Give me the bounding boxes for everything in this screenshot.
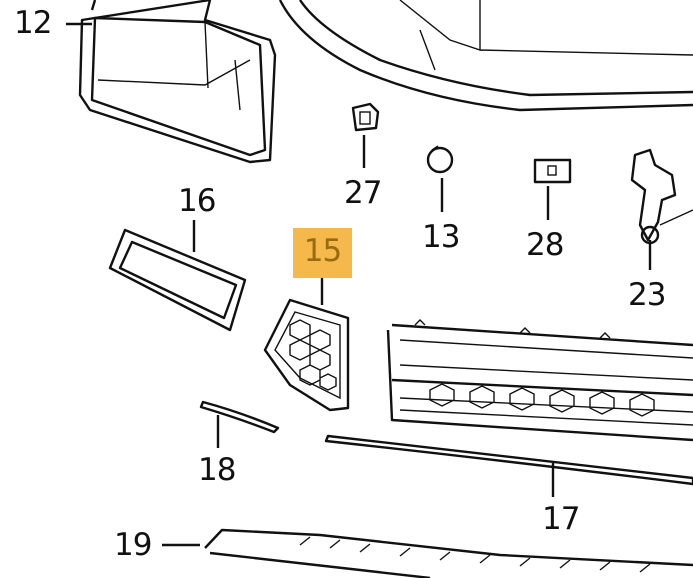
part-17-trim-strip — [324, 434, 693, 486]
callout-17[interactable]: 17 — [542, 501, 580, 537]
callout-19[interactable]: 19 — [114, 527, 152, 563]
callout-13[interactable]: 13 — [422, 219, 460, 255]
callout-28[interactable]: 28 — [526, 227, 564, 263]
callout-27[interactable]: 27 — [344, 175, 382, 211]
part-23-bracket — [630, 148, 693, 245]
part-27-clip — [351, 102, 380, 132]
part-13-cap — [426, 145, 454, 174]
part-15-grille-insert — [263, 298, 350, 412]
part-28-clip — [533, 158, 572, 184]
callout-18[interactable]: 18 — [198, 452, 236, 488]
part-12-air-duct — [78, 0, 277, 164]
callout-23[interactable]: 23 — [628, 277, 666, 313]
callout-15[interactable]: 15 — [303, 233, 342, 269]
callout-15-highlighted[interactable]: 15 — [293, 228, 352, 278]
part-19-lower-grille — [204, 528, 693, 578]
bumper-cover — [278, 0, 693, 112]
callout-12[interactable]: 12 — [14, 5, 52, 41]
part-16-trim-frame — [108, 228, 247, 332]
center-grille — [386, 319, 693, 442]
callout-16[interactable]: 16 — [178, 183, 216, 219]
part-18-trim-strip — [199, 400, 280, 434]
